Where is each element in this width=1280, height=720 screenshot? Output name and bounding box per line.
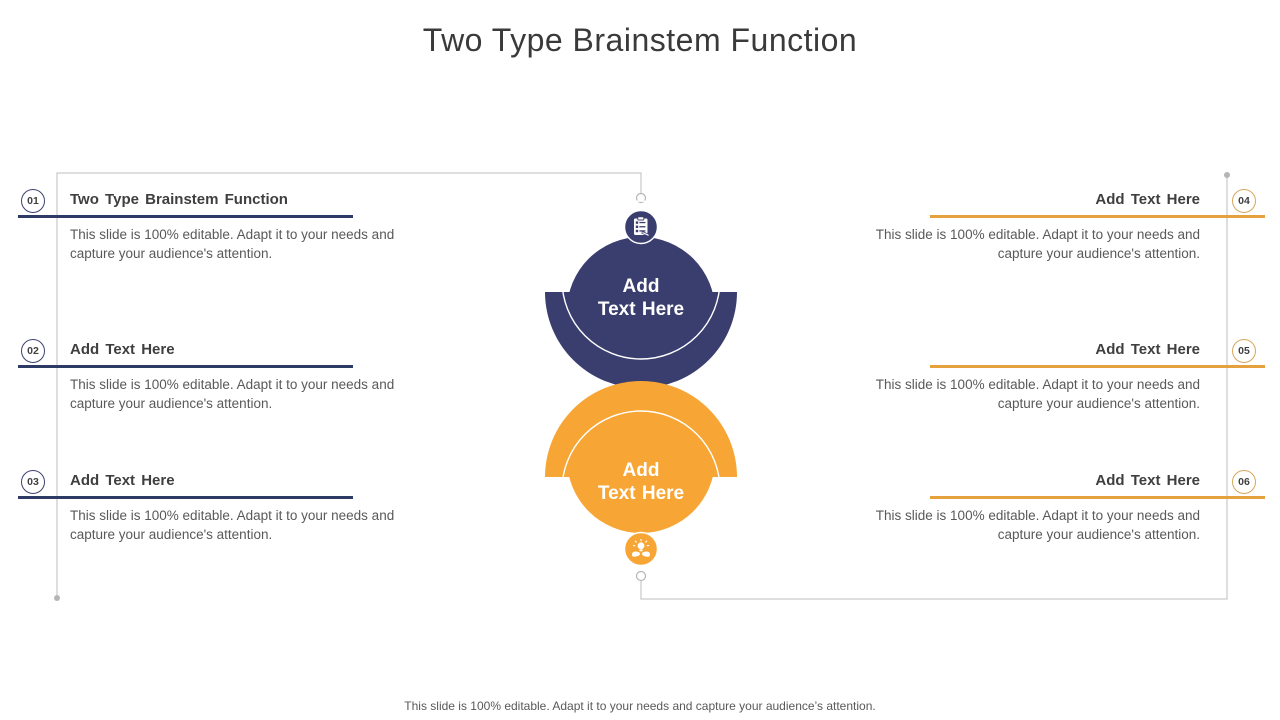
item-01-number-badge: 01 [21, 189, 45, 213]
slide-title[interactable]: Two Type Brainstem Function [422, 22, 858, 58]
item-03[interactable]: 03 Add Text Here This slide is 100% edit… [18, 470, 436, 590]
item-03-body[interactable]: This slide is 100% editable. Adapt it to… [70, 507, 426, 544]
bottom-circle-label-line2: Text Here [597, 483, 685, 504]
item-02-number-badge: 02 [21, 339, 45, 363]
item-06-underline [930, 496, 1265, 499]
item-02-body-line2: capture your audience's attention. [70, 395, 273, 411]
right-connector-dot [1224, 172, 1230, 178]
top-circle-label[interactable]: Add Text Here [581, 275, 701, 321]
clipboard-checklist-icon [634, 216, 651, 237]
item-05-body-line2: capture your audience's attention. [997, 395, 1200, 411]
item-02-body-line1: This slide is 100% editable. Adapt it to… [70, 377, 395, 392]
bottom-circle-label[interactable]: Add Text Here [581, 459, 701, 505]
item-06[interactable]: 06 Add Text Here This slide is 100% edit… [847, 470, 1265, 590]
item-05-body[interactable]: This slide is 100% editable. Adapt it to… [847, 376, 1200, 413]
item-05-number-badge: 05 [1232, 339, 1256, 363]
item-06-body-line2: capture your audience's attention. [997, 526, 1200, 542]
bottom-connector-ring [635, 570, 647, 582]
top-circle-label-line2: Text Here [597, 299, 685, 320]
item-02[interactable]: 02 Add Text Here This slide is 100% edit… [18, 339, 436, 459]
left-connector-dot [54, 595, 60, 601]
top-circle-label-line1: Add [622, 276, 660, 297]
item-01-underline [18, 215, 353, 218]
item-04-heading[interactable]: Add Text Here [1095, 191, 1200, 208]
item-05-underline [930, 365, 1265, 368]
bottom-circle-label-line1: Add [622, 460, 660, 481]
item-01-body-line2: capture your audience's attention. [70, 245, 273, 261]
item-03-heading[interactable]: Add Text Here [70, 472, 175, 489]
item-03-number: 03 [27, 476, 39, 488]
item-02-underline [18, 365, 353, 368]
orange-accent-ring [561, 410, 721, 570]
item-06-body[interactable]: This slide is 100% editable. Adapt it to… [847, 507, 1200, 544]
item-02-heading[interactable]: Add Text Here [70, 341, 175, 358]
item-05-body-line1: This slide is 100% editable. Adapt it to… [875, 377, 1200, 392]
item-01-number: 01 [27, 195, 39, 207]
item-03-body-line1: This slide is 100% editable. Adapt it to… [70, 508, 395, 523]
item-02-body[interactable]: This slide is 100% editable. Adapt it to… [70, 376, 426, 413]
item-01-body[interactable]: This slide is 100% editable. Adapt it to… [70, 226, 426, 263]
navy-accent-ring [561, 200, 721, 360]
item-04-body-line2: capture your audience's attention. [997, 245, 1200, 261]
item-03-body-line2: capture your audience's attention. [70, 526, 273, 542]
item-01-heading[interactable]: Two Type Brainstem Function [70, 191, 288, 208]
item-01-body-line1: This slide is 100% editable. Adapt it to… [70, 227, 395, 242]
item-04-number-badge: 04 [1232, 189, 1256, 213]
item-05[interactable]: 05 Add Text Here This slide is 100% edit… [847, 339, 1265, 459]
item-06-number: 06 [1238, 476, 1250, 488]
item-01[interactable]: 01 Two Type Brainstem Function This slid… [18, 189, 436, 309]
right-connector-line [640, 178, 1228, 600]
top-connector-ring [635, 192, 647, 204]
item-04-body[interactable]: This slide is 100% editable. Adapt it to… [847, 226, 1200, 263]
item-05-heading[interactable]: Add Text Here [1095, 341, 1200, 358]
item-03-underline [18, 496, 353, 499]
item-05-number: 05 [1238, 345, 1250, 357]
item-06-heading[interactable]: Add Text Here [1095, 472, 1200, 489]
item-04-number: 04 [1238, 195, 1250, 207]
orange-main-circle[interactable] [567, 385, 715, 533]
left-connector-line [56, 172, 642, 595]
item-02-number: 02 [27, 345, 39, 357]
item-04[interactable]: 04 Add Text Here This slide is 100% edit… [847, 189, 1265, 309]
item-06-number-badge: 06 [1232, 470, 1256, 494]
slide-footer-note: This slide is 100% editable. Adapt it to… [404, 699, 876, 713]
item-04-underline [930, 215, 1265, 218]
navy-main-circle[interactable] [567, 237, 715, 385]
hands-idea-icon [631, 539, 651, 557]
item-06-body-line1: This slide is 100% editable. Adapt it to… [875, 508, 1200, 523]
item-03-number-badge: 03 [21, 470, 45, 494]
item-04-body-line1: This slide is 100% editable. Adapt it to… [875, 227, 1200, 242]
